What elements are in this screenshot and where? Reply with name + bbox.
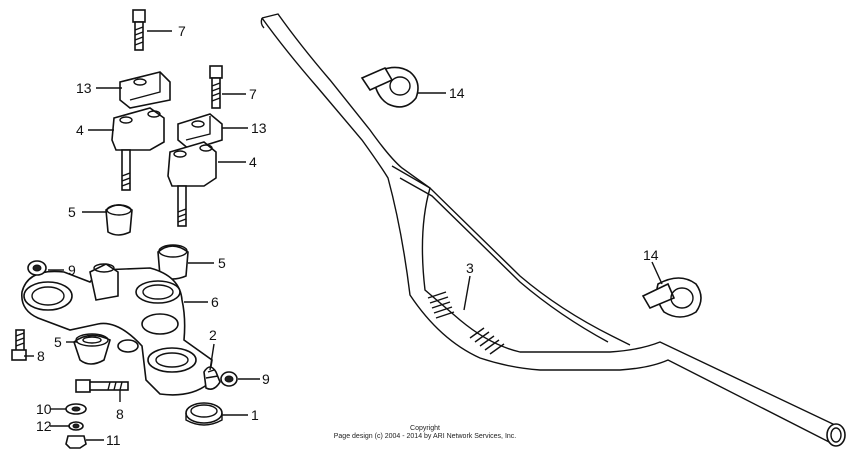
callout-4-right: 4 <box>249 154 257 170</box>
callout-9-right: 9 <box>262 371 270 387</box>
callout-13-left: 13 <box>76 80 92 96</box>
callout-11: 11 <box>106 432 121 448</box>
callout-6: 6 <box>211 294 219 310</box>
cable-clamp-lower[interactable] <box>641 277 702 318</box>
callout-7-right: 7 <box>249 86 257 102</box>
lower-holder-right[interactable] <box>167 141 217 227</box>
copyright-line-2: Page design (c) 2004 - 2014 by ARI Netwo… <box>333 433 517 440</box>
cushion-upper[interactable] <box>105 204 133 236</box>
knurl-left <box>427 291 455 319</box>
bolt-upper-left[interactable] <box>132 9 146 51</box>
callout-13-right: 13 <box>251 120 267 136</box>
callout-14-lower: 14 <box>643 247 659 263</box>
callout-labels: 7 13 7 4 13 4 5 5 9 6 5 8 2 9 8 10 1 12 … <box>36 23 659 448</box>
upper-holder-right[interactable] <box>177 113 223 151</box>
washer-10[interactable] <box>65 403 87 415</box>
copyright-notice: Copyright Page design (c) 2004 - 2014 by… <box>300 425 550 441</box>
clip-2[interactable] <box>203 366 221 390</box>
upper-holder-left[interactable] <box>119 71 171 109</box>
bolt-upper-right[interactable] <box>209 65 223 109</box>
callout-12: 12 <box>36 418 52 434</box>
leader-lines <box>24 30 663 441</box>
lower-holder-left[interactable] <box>111 107 165 191</box>
washer-9-right[interactable] <box>220 371 238 387</box>
nut-11[interactable] <box>65 435 87 449</box>
callout-5-middle: 5 <box>218 255 226 271</box>
callout-7-upper: 7 <box>178 23 186 39</box>
callout-8-left: 8 <box>37 348 45 364</box>
callout-2: 2 <box>209 327 217 343</box>
callout-3: 3 <box>466 260 474 276</box>
top-bridge[interactable] <box>21 263 213 396</box>
cushion-lower[interactable] <box>73 333 111 365</box>
cable-clamp-upper[interactable] <box>360 66 419 108</box>
callout-1: 1 <box>251 407 259 423</box>
callout-5-lower: 5 <box>54 334 62 350</box>
callout-9-left: 9 <box>68 262 76 278</box>
handlebar[interactable] <box>260 13 846 447</box>
callout-8-lower: 8 <box>116 406 124 422</box>
copyright-line-1: Copyright <box>410 425 440 432</box>
nut-12[interactable] <box>68 421 84 431</box>
callout-14-upper: 14 <box>449 85 465 101</box>
ring-1[interactable] <box>185 402 223 426</box>
washer-9-left[interactable] <box>27 260 47 276</box>
bolt-8-lower[interactable] <box>75 379 129 393</box>
bolt-8-left[interactable] <box>11 329 27 361</box>
callout-5-upper: 5 <box>68 204 76 220</box>
callout-4-left: 4 <box>76 122 84 138</box>
callout-10: 10 <box>36 401 52 417</box>
knurl-right <box>469 327 505 355</box>
